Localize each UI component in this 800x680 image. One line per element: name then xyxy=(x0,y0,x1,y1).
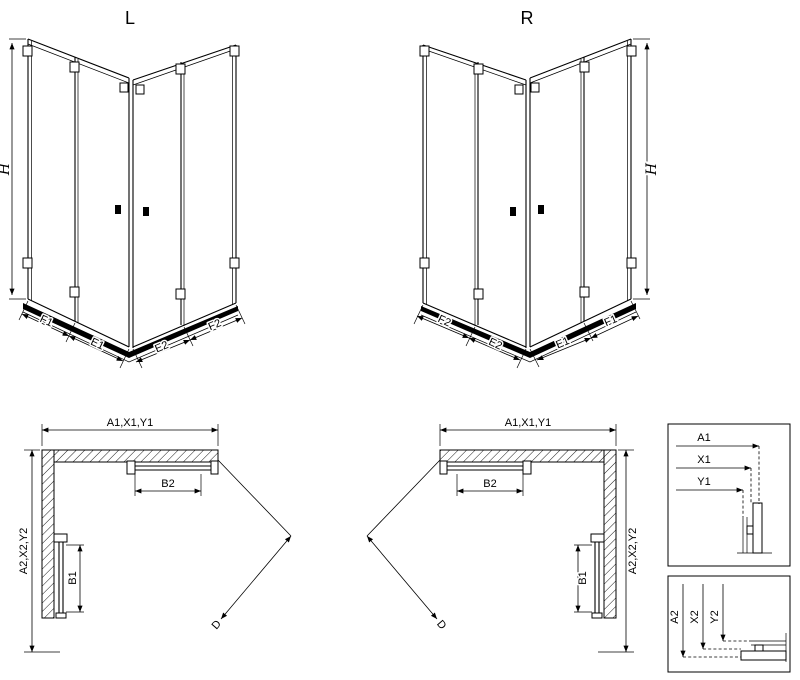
iso-view-left: L H xyxy=(0,8,246,369)
plan-view-left: B2 B1 A1,X1,Y1 A2,X2,Y2 D xyxy=(17,416,292,653)
wall-section-top xyxy=(439,449,617,463)
detail-box-vertical: A2 X2 Y2 xyxy=(667,575,791,673)
dim-label-b1: B1 xyxy=(577,571,589,584)
dim-label-h: H xyxy=(0,162,13,176)
wall-profile-section xyxy=(740,633,787,662)
dimension-b1: B1 xyxy=(66,544,84,613)
dimension-width: A1,X1,Y1 xyxy=(439,416,617,446)
wall-section-right xyxy=(603,449,617,619)
folded-door-side xyxy=(590,533,605,619)
wall-section-left xyxy=(41,449,55,619)
dim-label-b2: B2 xyxy=(161,478,174,490)
detail-label-a1: A1 xyxy=(697,432,710,444)
dim-label-b2: B2 xyxy=(483,478,496,490)
dimension-b2: B2 xyxy=(456,474,524,496)
bottom-dimensions-left-wall: F2 E2 xyxy=(413,304,527,369)
door-handles xyxy=(115,205,149,216)
folded-door-top xyxy=(126,460,219,475)
dimension-b2: B2 xyxy=(134,474,202,496)
wall-section-top xyxy=(41,449,219,463)
detail-box-horizontal: A1 X1 Y1 xyxy=(667,423,791,567)
dim-label-b1: B1 xyxy=(67,571,79,584)
dim-label-width: A1,X1,Y1 xyxy=(107,417,153,429)
dimension-height: A2,X2,Y2 xyxy=(598,449,641,653)
plan-view-right: B2 B1 A1,X1,Y1 A2,X2,Y2 D xyxy=(366,416,641,653)
iso-view-right: R H xyxy=(413,8,662,369)
dim-label-d: D xyxy=(434,618,448,632)
dim-label-width: A1,X1,Y1 xyxy=(505,417,551,429)
hinge-marks xyxy=(419,45,637,300)
variant-label-right: R xyxy=(521,8,534,28)
dimension-b1: B1 xyxy=(574,544,592,613)
detail-label-y1: Y1 xyxy=(697,476,710,488)
door-handles xyxy=(510,205,544,216)
wall-profile-section xyxy=(737,502,772,554)
open-door-swing: D xyxy=(208,459,292,633)
glass-walls-left xyxy=(22,38,239,363)
dim-label-h: H xyxy=(644,162,660,176)
dim-label-height: A2,X2,Y2 xyxy=(18,528,30,574)
dimension-width: A1,X1,Y1 xyxy=(41,416,219,446)
detail-label-x2: X2 xyxy=(689,610,701,623)
height-dimension: H xyxy=(0,38,26,300)
glass-walls-right xyxy=(420,38,637,363)
hinge-marks xyxy=(22,45,240,300)
variant-label-left: L xyxy=(125,8,135,28)
folded-door-top xyxy=(439,460,532,475)
dim-label-height: A2,X2,Y2 xyxy=(627,528,639,574)
folded-door-side xyxy=(53,533,68,619)
dim-label-d: D xyxy=(210,618,224,632)
detail-label-x1: X1 xyxy=(697,454,710,466)
open-door-swing: D xyxy=(366,459,450,634)
detail-label-a2: A2 xyxy=(669,610,681,623)
dimension-height: A2,X2,Y2 xyxy=(17,449,60,653)
bottom-dimensions-right-wall: E1 F1 xyxy=(529,300,641,368)
height-dimension: H xyxy=(633,38,662,300)
detail-label-y2: Y2 xyxy=(709,610,721,623)
